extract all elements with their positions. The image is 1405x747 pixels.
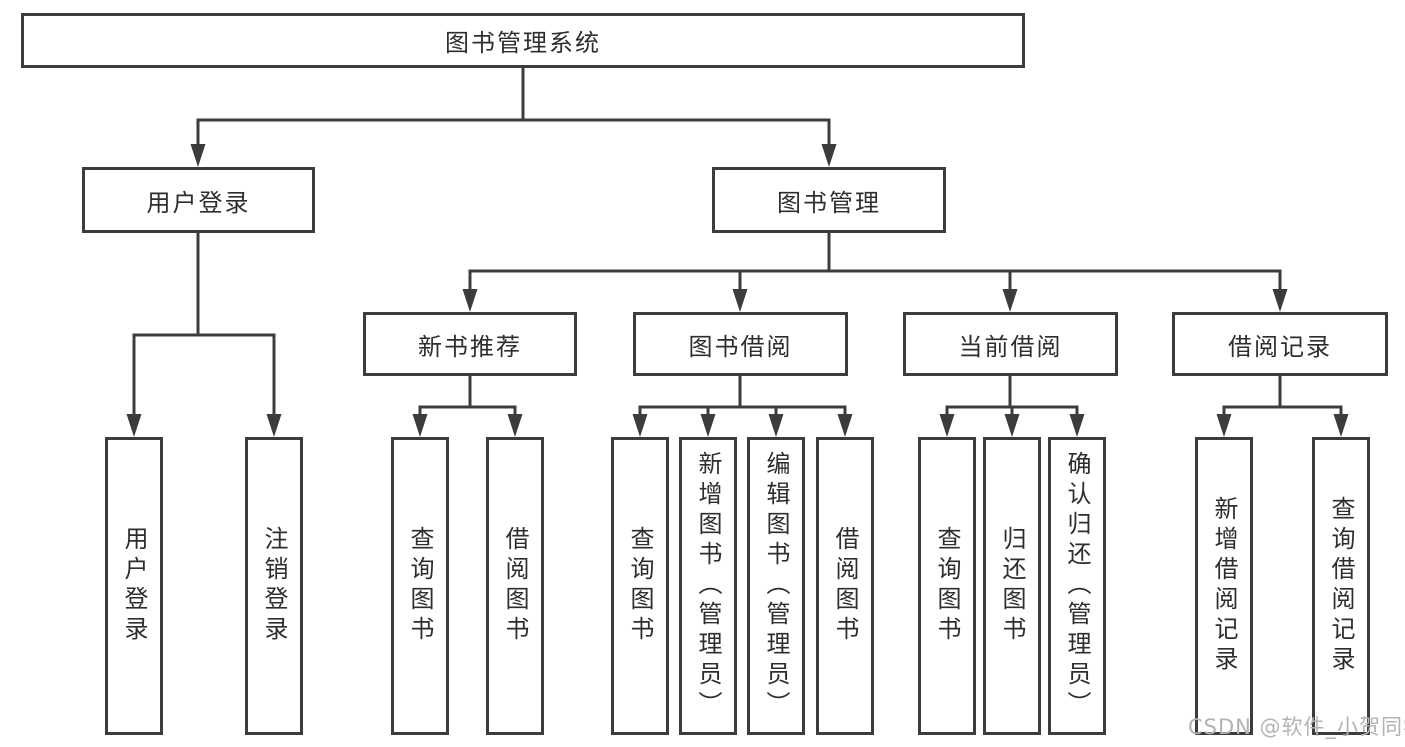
node-query-books-2: 查询图书 — [611, 437, 669, 735]
arrowhead-icon — [700, 414, 716, 437]
tree-edges — [132, 68, 1343, 416]
arrowhead-icon — [1216, 414, 1232, 437]
arrowhead-icon — [266, 414, 282, 437]
edge-borrow-records-to-leaves — [1222, 376, 1343, 416]
node-borrow-books-2: 借阅图书 — [816, 437, 874, 735]
edge-book-management-to-level3 — [468, 233, 1282, 291]
node-add-book-admin: 新增图书（管理员） — [679, 437, 737, 735]
edge-user-login-to-leaves — [132, 233, 276, 416]
arrowhead-icon — [837, 414, 853, 437]
edge-root-to-level2 — [196, 68, 831, 146]
node-borrow-records: 借阅记录 — [1172, 312, 1388, 376]
node-query-books-3: 查询图书 — [918, 437, 976, 735]
arrowhead-icon — [412, 414, 428, 437]
node-logout-leaf: 注销登录 — [245, 437, 303, 735]
edge-current-borrow-to-leaves — [945, 376, 1079, 416]
arrowhead-icon — [126, 414, 142, 437]
arrowhead-icon — [1272, 289, 1288, 312]
node-query-books-1: 查询图书 — [391, 437, 449, 735]
csdn-watermark: CSDN @软件_小贺同学 — [1188, 715, 1405, 739]
arrowhead-icon — [939, 414, 955, 437]
node-confirm-return-admin: 确认归还（管理员） — [1048, 437, 1106, 735]
arrowhead-icon — [1004, 414, 1020, 437]
node-book-management-branch: 图书管理 — [712, 167, 946, 233]
node-query-borrow-record: 查询借阅记录 — [1312, 437, 1370, 735]
node-book-borrow: 图书借阅 — [633, 312, 848, 376]
arrowhead-icon — [1069, 414, 1085, 437]
arrowhead-icon — [190, 144, 206, 167]
arrowheads — [126, 144, 1349, 437]
node-current-borrow: 当前借阅 — [903, 312, 1118, 376]
node-return-book: 归还图书 — [983, 437, 1041, 735]
arrowhead-icon — [1002, 289, 1018, 312]
arrowhead-icon — [462, 289, 478, 312]
edge-book-borrow-to-leaves — [638, 376, 847, 416]
arrowhead-icon — [1333, 414, 1349, 437]
arrowhead-icon — [732, 289, 748, 312]
node-edit-book-admin: 编辑图书（管理员） — [747, 437, 805, 735]
node-add-borrow-record: 新增借阅记录 — [1195, 437, 1253, 735]
arrowhead-icon — [632, 414, 648, 437]
arrowhead-icon — [507, 414, 523, 437]
node-user-login-branch: 用户登录 — [82, 167, 315, 233]
arrowhead-icon — [768, 414, 784, 437]
node-borrow-books-1: 借阅图书 — [486, 437, 544, 735]
edge-new-books-to-leaves — [418, 376, 517, 416]
node-library-management-system: 图书管理系统 — [21, 13, 1025, 68]
arrowhead-icon — [821, 144, 837, 167]
node-user-login-leaf: 用户登录 — [105, 437, 163, 735]
node-new-book-recommend: 新书推荐 — [363, 312, 577, 376]
